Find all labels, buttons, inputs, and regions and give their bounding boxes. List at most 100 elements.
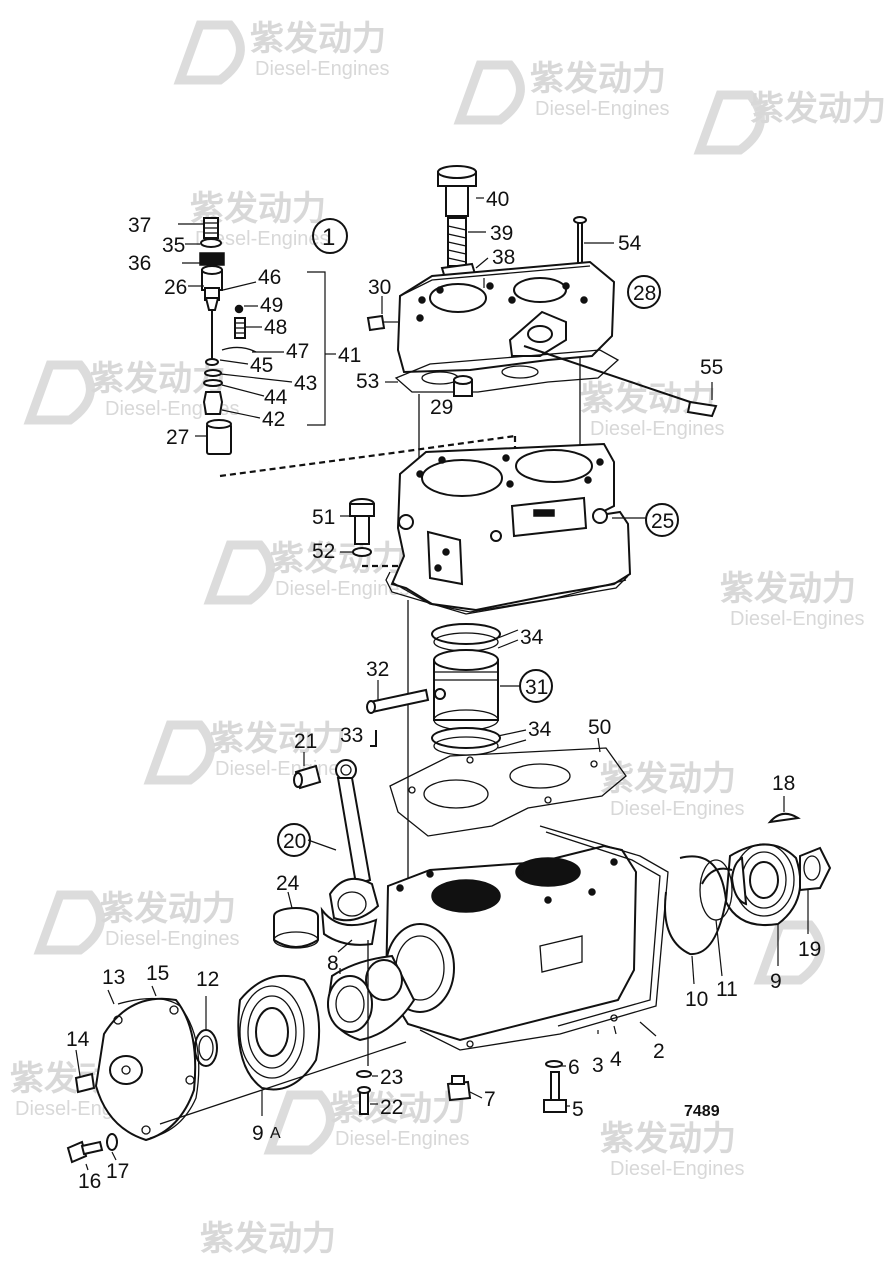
watermark-chinese: 紫发动力 xyxy=(100,889,236,929)
label-5: 5 xyxy=(572,1098,584,1121)
cylinder-block xyxy=(385,442,646,878)
label-36: 36 xyxy=(128,252,151,275)
label-37: 37 xyxy=(128,214,151,237)
watermark-english: Diesel-Engines xyxy=(195,228,330,250)
watermark-english: Diesel-Engines xyxy=(535,98,670,120)
label-39: 39 xyxy=(490,222,513,245)
label-22: 22 xyxy=(380,1096,403,1119)
cover-bolt xyxy=(66,1133,118,1171)
gasket xyxy=(389,737,627,837)
label-9: 9 xyxy=(770,970,782,993)
watermark-english: Diesel-Engines xyxy=(730,608,865,630)
retaining-ring xyxy=(664,855,728,985)
watermark-chinese: 紫发动力 xyxy=(600,759,736,799)
label-3: 3 xyxy=(592,1054,604,1077)
label-48: 48 xyxy=(264,316,287,339)
watermark-mark: 紫发动力 Diesel-Engines xyxy=(173,19,390,85)
label-20: 20 xyxy=(283,830,306,853)
label-11: 11 xyxy=(716,978,738,1001)
watermark-mark: 紫发动力 Diesel-Engines xyxy=(33,889,240,955)
label-38: 38 xyxy=(492,246,515,269)
bolts-bottom xyxy=(356,940,570,1115)
watermark-mark: 紫发动力 Diesel-Engines xyxy=(600,1119,745,1180)
label-27: 27 xyxy=(166,426,189,449)
label-21: 21 xyxy=(294,730,317,753)
watermark-english: Diesel-Engines xyxy=(610,1158,745,1180)
watermark-mark: 紫发动力 Diesel-Engines xyxy=(600,759,745,820)
watermark-chinese: 紫发动力 xyxy=(330,1089,466,1129)
label-53: 53 xyxy=(356,370,379,393)
end-cover xyxy=(74,985,407,1142)
label-2: 2 xyxy=(653,1040,665,1063)
label-26: 26 xyxy=(164,276,187,299)
connecting-rod-group xyxy=(273,752,380,953)
watermark-english: Diesel-Engines xyxy=(610,798,745,820)
label-15: 15 xyxy=(146,962,169,985)
woodruff-key xyxy=(767,796,801,824)
watermark-english: Diesel-Engines xyxy=(275,578,410,600)
label-28: 28 xyxy=(633,282,656,305)
label-7: 7 xyxy=(484,1088,496,1111)
bolt-and-washer xyxy=(340,498,398,568)
watermark-chinese: 紫发动力 xyxy=(270,539,406,579)
label-35: 35 xyxy=(162,234,185,257)
label-33: 33 xyxy=(340,724,363,747)
label-55: 55 xyxy=(700,356,723,379)
watermark-chinese: 紫发动力 xyxy=(720,569,856,609)
label-23: 23 xyxy=(380,1066,403,1089)
watermark-mark: 紫发动力 Diesel-Engines xyxy=(143,719,350,785)
label-10: 10 xyxy=(685,988,708,1011)
watermark-english: Diesel-Engines xyxy=(590,418,725,440)
label-32: 32 xyxy=(366,658,389,681)
main-bearing-left xyxy=(237,975,321,1116)
label-14: 14 xyxy=(66,1028,90,1051)
watermark-chinese: 紫发动力 xyxy=(250,19,386,59)
label-12: 12 xyxy=(196,968,219,991)
label-51: 51 xyxy=(312,506,335,529)
watermark-chinese: 紫发动力 xyxy=(600,1119,736,1159)
label-9a-suffix: A xyxy=(270,1125,281,1142)
label-34a: 34 xyxy=(520,626,544,649)
label-44: 44 xyxy=(264,386,288,409)
relief-valve-assembly xyxy=(178,217,517,490)
label-34b: 34 xyxy=(528,718,552,741)
label-40: 40 xyxy=(486,188,509,211)
watermark-mark: 紫发动力 Diesel-Engines xyxy=(453,59,670,125)
label-1: 1 xyxy=(322,224,335,251)
watermark-mark: 紫发动力 xyxy=(693,89,886,155)
label-8: 8 xyxy=(327,952,339,975)
main-bearing-right xyxy=(724,843,802,966)
callout-circles xyxy=(277,218,679,857)
label-17: 17 xyxy=(106,1160,129,1183)
label-24: 24 xyxy=(276,872,300,895)
watermark-mark: 紫发动力 Diesel-Engines xyxy=(203,539,410,605)
label-49: 49 xyxy=(260,294,283,317)
thrust-ring xyxy=(699,859,733,977)
watermark-mark: 紫发动力 Diesel-Engines xyxy=(720,569,865,630)
label-45: 45 xyxy=(250,354,273,377)
label-47: 47 xyxy=(286,340,309,363)
watermark-english: Diesel-Engines xyxy=(105,928,240,950)
label-13: 13 xyxy=(102,966,125,989)
cylinder-head-group xyxy=(366,165,718,504)
piston-group xyxy=(366,623,527,756)
watermark-mark: 紫发动力 xyxy=(200,1219,336,1259)
drawing-code: 7489 xyxy=(684,1103,720,1120)
watermark-english: Diesel-Engines xyxy=(335,1128,470,1150)
bearing-housing xyxy=(326,954,416,1042)
label-42: 42 xyxy=(262,408,285,431)
label-41: 41 xyxy=(338,344,361,367)
watermark-mark xyxy=(753,920,825,985)
watermark-chinese: 紫发动力 xyxy=(200,1219,336,1259)
crankcase xyxy=(384,825,669,1051)
label-25: 25 xyxy=(651,510,674,533)
label-50: 50 xyxy=(588,716,611,739)
label-43: 43 xyxy=(294,372,317,395)
nut xyxy=(799,846,832,934)
label-4: 4 xyxy=(610,1048,622,1071)
watermark-mark: 紫发动力 Diesel-Engines xyxy=(263,1089,470,1155)
label-16: 16 xyxy=(78,1170,101,1193)
label-18: 18 xyxy=(772,772,795,795)
label-31: 31 xyxy=(525,676,548,699)
